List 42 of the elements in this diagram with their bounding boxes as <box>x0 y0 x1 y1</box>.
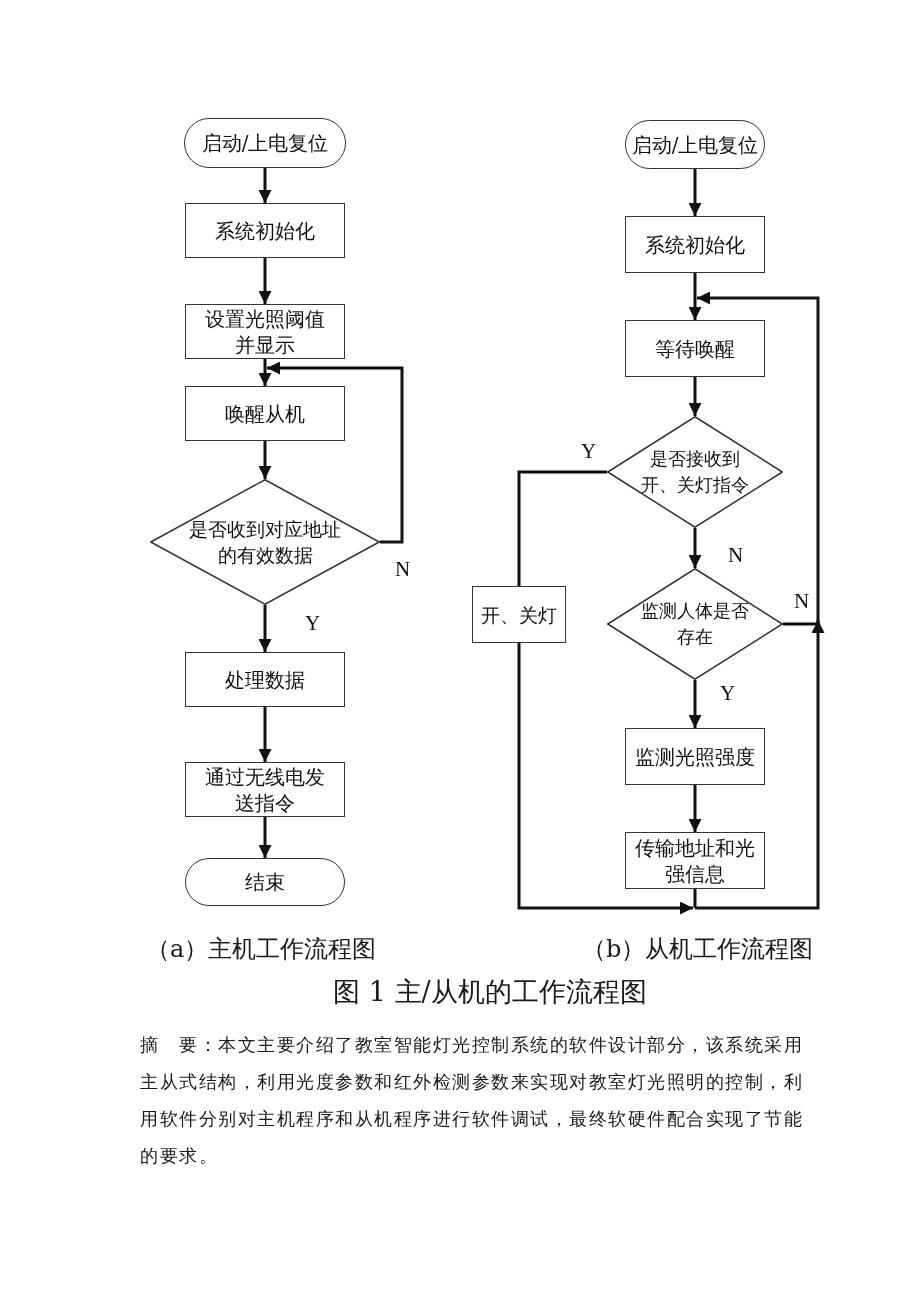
flow-arrow <box>688 298 702 320</box>
process-box: 系统初始化 <box>625 216 765 273</box>
decision-diamond: 是否收到对应地址的有效数据 <box>150 479 380 605</box>
flow-arrow <box>258 707 272 762</box>
process-box: 监测光照强度 <box>625 728 765 785</box>
process-box: 唤醒从机 <box>185 386 345 441</box>
flow-arrow <box>258 368 272 386</box>
flow-arrow <box>267 361 404 544</box>
abstract-paragraph: 摘 要：本文主要介绍了教室智能灯光控制系统的软件设计部分，该系统采用主从式结构，利用光度参数和红外检测参数来实现对教室灯光照明的控制，利用软件分别对主机程序和从机程序进行软件调试，最终软硬件配合实现了节能的要求。 <box>140 1033 804 1168</box>
process-box: 等待唤醒 <box>625 320 765 377</box>
terminal-pill: 结束 <box>185 858 345 906</box>
connector-line <box>693 273 697 298</box>
flow-arrow <box>688 785 702 832</box>
flow-arrow <box>258 441 272 479</box>
flow-arrow <box>258 605 272 652</box>
subfigure-caption: （b）从机工作流程图 <box>582 934 814 965</box>
process-box: 处理数据 <box>185 652 345 707</box>
flow-arrow <box>258 168 272 203</box>
flow-arrow <box>688 528 702 568</box>
process-box: 设置光照阈值并显示 <box>185 304 345 359</box>
process-box: 传输地址和光强信息 <box>625 832 765 889</box>
flow-arrow <box>258 258 272 304</box>
process-box: 系统初始化 <box>185 203 345 258</box>
figure-caption: 图 1 主/从机的工作流程图 <box>332 975 648 1009</box>
process-box: 通过无线电发送指令 <box>185 762 345 817</box>
flow-arrow <box>688 169 702 216</box>
terminal-pill: 启动/上电复位 <box>625 120 765 169</box>
connector-line <box>693 889 697 908</box>
decision-diamond: 是否接收到开、关灯指令 <box>607 416 783 528</box>
subfigure-caption: （a）主机工作流程图 <box>146 934 377 965</box>
flow-arrow <box>695 620 825 910</box>
flow-arrow <box>688 377 702 416</box>
flow-arrow <box>688 680 702 728</box>
decision-diamond: 监测人体是否存在 <box>607 568 783 680</box>
flow-arrow <box>258 817 272 858</box>
process-box: 开、关灯 <box>472 586 566 643</box>
connector-line <box>517 470 607 586</box>
connector-line <box>783 622 818 626</box>
connector-line <box>263 359 267 368</box>
terminal-pill: 启动/上电复位 <box>184 118 346 168</box>
flow-arrow <box>517 643 693 915</box>
flow-arrow <box>697 291 820 624</box>
